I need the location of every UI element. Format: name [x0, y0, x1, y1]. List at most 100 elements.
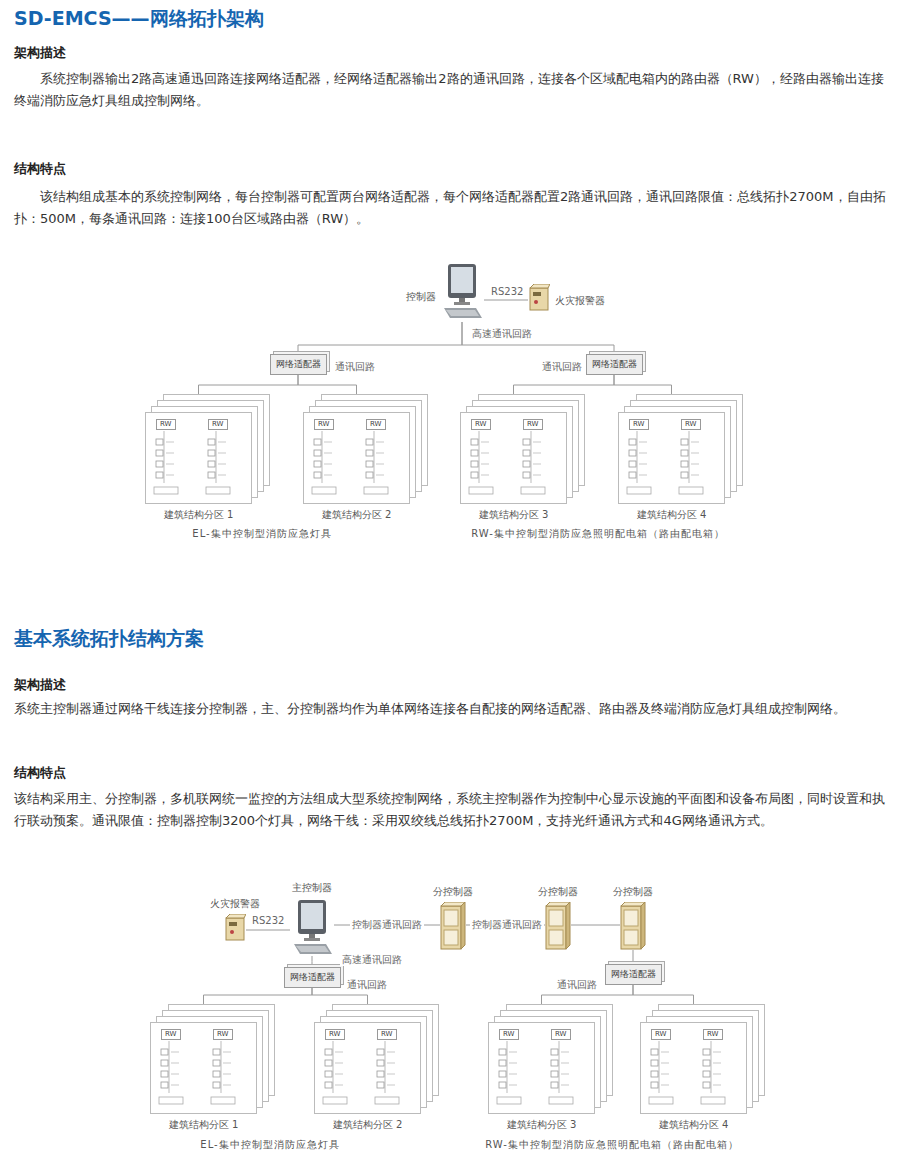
router-label: RW — [633, 420, 645, 429]
connector-line — [462, 322, 614, 354]
partition-label: 建筑结构分区 3 — [507, 1118, 577, 1132]
router-label: RW — [160, 420, 172, 429]
connector-line — [312, 956, 313, 967]
partition-label: 建筑结构分区 3 — [479, 508, 549, 522]
partition-panel: 建筑结构分区 4RWRW — [640, 1022, 747, 1114]
router-box: RW — [377, 1029, 397, 1040]
device-label: 火灾报警器 — [210, 897, 260, 911]
paragraph: 该结构采用主、分控制器，多机联网统一监控的方法组成大型系统控制网络，系统主控制器… — [14, 788, 886, 832]
page-title: SD-EMCS——网络拓扑架构 — [14, 6, 264, 32]
router-label: RW — [318, 420, 330, 429]
cabinet-icon: 分控制器 — [440, 902, 466, 950]
connector-line — [312, 988, 368, 1022]
connector-label: 通讯回路 — [345, 978, 389, 991]
section-heading: 架构描述 — [14, 676, 66, 694]
controller-icon: 控制器 — [440, 262, 484, 322]
adapter-label: 网络适配器 — [276, 358, 321, 371]
connector-label: 控制器通讯回路 — [350, 918, 424, 931]
partition-label: 建筑结构分区 2 — [322, 508, 392, 522]
fire-alarm-icon-drawing — [528, 284, 550, 312]
partition-label: 建筑结构分区 1 — [169, 1118, 239, 1132]
adapter-label: 网络适配器 — [290, 971, 335, 984]
router-label: RW — [381, 1030, 393, 1039]
cabinet-icon-drawing — [620, 902, 646, 950]
fire-alarm-icon: 火灾报警器 — [528, 284, 550, 312]
connector-line — [484, 300, 528, 301]
legend-caption: RW-集中控制型消防应急照明配电箱（路由配电箱） — [485, 1138, 739, 1152]
router-box: RW — [681, 419, 701, 430]
cabinet-icon: 分控制器 — [545, 902, 571, 950]
section-heading: 结构特点 — [14, 160, 66, 178]
router-box: RW — [499, 1029, 519, 1040]
router-label: RW — [707, 1030, 719, 1039]
router-box: RW — [629, 419, 649, 430]
router-box: RW — [703, 1029, 723, 1040]
cabinet-icon-drawing — [440, 902, 466, 950]
router-label: RW — [165, 1030, 177, 1039]
connector-label: 高速通讯回路 — [340, 953, 404, 966]
partition-panel: 建筑结构分区 1RWRW — [150, 1022, 257, 1114]
paragraph: 该结构组成基本的系统控制网络，每台控制器可配置两台网络适配器，每个网络适配器配置… — [14, 186, 886, 230]
partition-panel: 建筑结构分区 1RWRW — [145, 412, 252, 504]
controller-icon-drawing — [440, 262, 484, 322]
router-box: RW — [523, 419, 543, 430]
connector-line — [298, 375, 357, 412]
legend-caption: EL-集中控制型消防应急灯具 — [192, 527, 331, 541]
router-label: RW — [329, 1030, 341, 1039]
device-label: 分控制器 — [538, 885, 578, 899]
router-label: RW — [503, 1030, 515, 1039]
router-label: RW — [685, 420, 697, 429]
adapter-box: 网络适配器 — [270, 354, 327, 375]
connector-label: RS232 — [489, 285, 525, 298]
router-box: RW — [471, 419, 491, 430]
connector-label: 通讯回路 — [540, 360, 584, 373]
partition-label: 建筑结构分区 4 — [659, 1118, 729, 1132]
connector-line — [246, 930, 290, 931]
router-label: RW — [370, 420, 382, 429]
connector-line — [199, 375, 299, 412]
connector-line — [298, 322, 462, 354]
partition-panel: 建筑结构分区 3RWRW — [488, 1022, 595, 1114]
partition-label: 建筑结构分区 4 — [637, 508, 707, 522]
router-box: RW — [325, 1029, 345, 1040]
adapter-box: 网络适配器 — [605, 964, 662, 985]
router-box: RW — [156, 419, 176, 430]
device-label: 火灾报警器 — [555, 294, 605, 308]
connector-label: 通讯回路 — [333, 360, 377, 373]
router-label: RW — [212, 420, 224, 429]
adapter-box: 网络适配器 — [284, 967, 341, 988]
fire-alarm-icon: 火灾报警器 — [224, 914, 246, 942]
router-label: RW — [475, 420, 487, 429]
fire-alarm-icon-drawing — [224, 914, 246, 942]
paragraph: 系统控制器输出2路高速通迅回路连接网络适配器，经网络适配器输出2路的通讯回路，连… — [14, 68, 886, 112]
connector-line — [614, 375, 672, 412]
router-box: RW — [651, 1029, 671, 1040]
controller-icon-drawing — [290, 898, 334, 956]
connector-label: 高速通讯回路 — [470, 327, 534, 340]
connector-label: 通讯回路 — [555, 978, 599, 991]
device-label: 主控制器 — [292, 881, 332, 895]
adapter-box: 网络适配器 — [586, 354, 643, 375]
connector-label: RS232 — [250, 914, 286, 927]
router-box: RW — [213, 1029, 233, 1040]
connector-line — [204, 988, 313, 1022]
partition-label: 建筑结构分区 1 — [164, 508, 234, 522]
router-box: RW — [551, 1029, 571, 1040]
connector-label: 控制器通讯回路 — [470, 918, 544, 931]
partition-panel: 建筑结构分区 2RWRW — [314, 1022, 421, 1114]
device-label: 分控制器 — [433, 885, 473, 899]
paragraph: 系统主控制器通过网络干线连接分控制器，主、分控制器均作为单体网络连接各自配接的网… — [14, 698, 886, 720]
router-label: RW — [527, 420, 539, 429]
device-label: 分控制器 — [613, 885, 653, 899]
device-label: 控制器 — [406, 290, 436, 304]
connector-line — [571, 925, 620, 926]
router-label: RW — [655, 1030, 667, 1039]
adapter-label: 网络适配器 — [611, 968, 656, 981]
partition-panel: 建筑结构分区 3RWRW — [460, 412, 567, 504]
connector-line — [514, 375, 615, 412]
cabinet-icon: 分控制器 — [620, 902, 646, 950]
page-heading: 基本系统拓扑结构方案 — [14, 626, 204, 652]
router-box: RW — [208, 419, 228, 430]
